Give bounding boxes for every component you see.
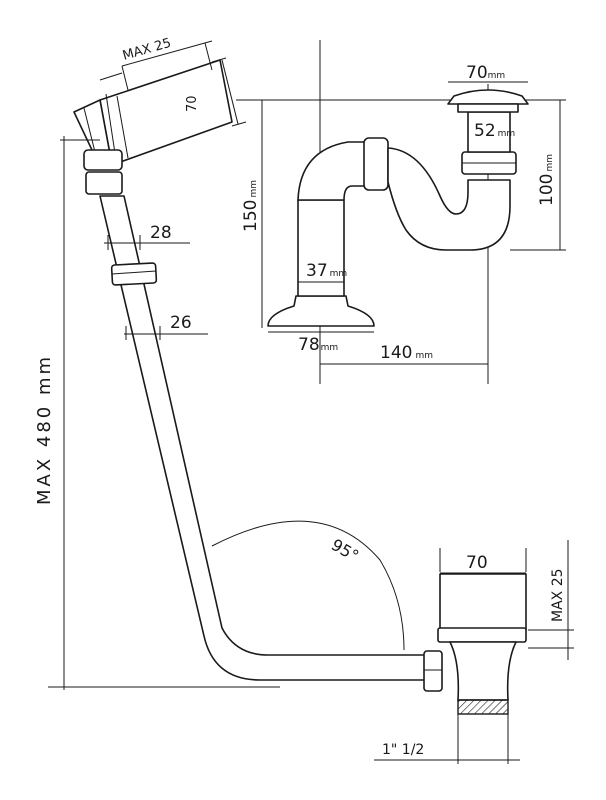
siphon-detail <box>236 40 566 384</box>
pipe-diameter-dimensions: 28 26 <box>104 223 208 340</box>
drain-pipe <box>99 195 431 681</box>
pipe-dia-upper-label: 28 <box>150 223 172 243</box>
overflow-drain-head <box>73 59 233 195</box>
siphon-top-width-label: 70mm <box>466 63 505 83</box>
pipe-dia-lower-label: 26 <box>170 313 192 333</box>
siphon-base-label: 78mm <box>298 335 338 355</box>
siphon-height-right-label: 100mm <box>537 154 557 206</box>
max-height-label: MAX 480 mm <box>34 354 55 505</box>
bottom-max-offset-label: MAX 25 <box>550 568 566 622</box>
angle-indicator: 95° <box>211 520 405 651</box>
bottom-plate-label: 70 <box>466 553 488 573</box>
overflow-plate-label: 70 <box>185 95 200 112</box>
max-height-dimension: MAX 480 mm <box>34 136 280 690</box>
siphon-height-left-label: 150mm <box>241 180 261 232</box>
angle-label: 95° <box>328 535 362 566</box>
thread-size-label: 1" 1/2 <box>382 742 424 758</box>
bottom-drain <box>423 573 527 715</box>
bottom-drain-dimensions: 70 MAX 25 1" 1/2 <box>374 540 574 764</box>
overflow-max-offset-label: MAX 25 <box>121 36 173 64</box>
